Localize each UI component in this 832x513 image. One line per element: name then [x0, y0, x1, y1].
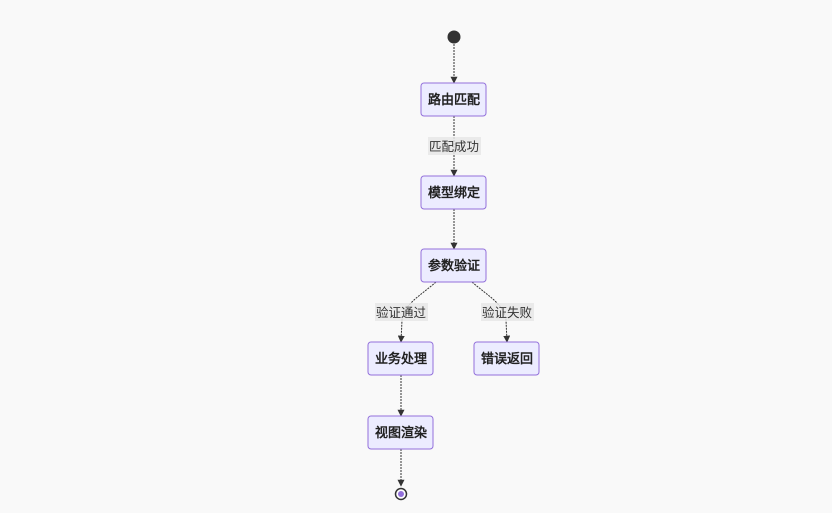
state-error-return[interactable]: 错误返回 [473, 341, 540, 376]
start-state [447, 30, 461, 44]
edge-label-validate-fail-text: 验证失败 [482, 305, 533, 320]
state-view-render[interactable]: 视图渲染 [367, 415, 434, 450]
state-route-match[interactable]: 路由匹配 [420, 82, 487, 117]
state-model-bind[interactable]: 模型绑定 [420, 175, 487, 210]
state-error-return-label: 错误返回 [481, 351, 533, 367]
end-state [394, 487, 408, 501]
state-param-validate[interactable]: 参数验证 [420, 248, 487, 283]
state-model-bind-label: 模型绑定 [428, 185, 480, 201]
state-business-label: 业务处理 [375, 351, 427, 367]
edge-label-match-success-text: 匹配成功 [429, 139, 479, 154]
state-view-render-label: 视图渲染 [375, 425, 428, 441]
state-business[interactable]: 业务处理 [367, 341, 434, 376]
edge-label-validate-fail: 验证失败 [481, 303, 534, 321]
state-param-validate-label: 参数验证 [428, 258, 480, 274]
edge-label-validate-pass: 验证通过 [375, 303, 428, 321]
state-route-match-label: 路由匹配 [428, 92, 480, 108]
edge-label-validate-pass-text: 验证通过 [376, 305, 427, 320]
edge-label-match-success: 匹配成功 [428, 137, 481, 155]
